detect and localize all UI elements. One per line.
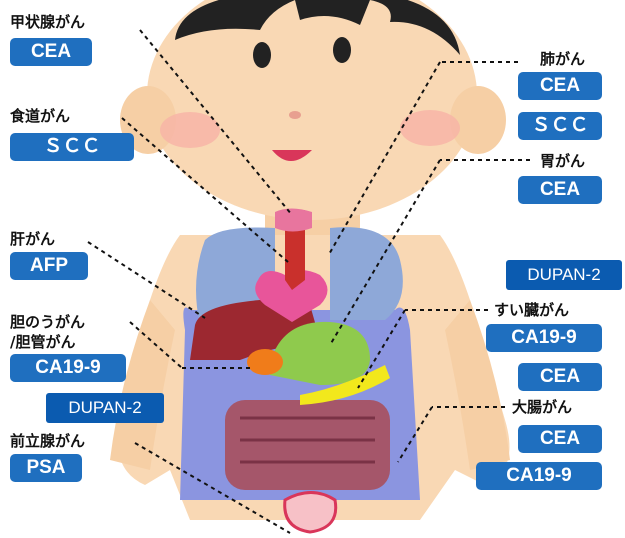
biliary-marker-dupan-2-badge: DUPAN-2 [46,393,164,423]
mouth [272,150,312,161]
hair [175,0,460,55]
pointer-biliary [129,321,183,369]
pancreas-marker-cea-badge: CEA [518,363,602,391]
pointer-pancreas-2 [357,309,406,389]
colon-marker-cea-badge: CEA [518,425,602,453]
colon-marker-ca19-9-badge: CA19-9 [476,462,602,490]
stomach [270,321,370,385]
prostate-cancer-label: 前立腺がん [10,432,86,450]
pointer-lines [87,29,530,534]
thyroid [275,208,312,232]
nose [289,111,301,119]
left-eye [253,42,271,68]
pointer-colon-2 [397,406,433,463]
liver-marker-afp-badge: AFP [10,252,88,280]
pointer-lung-2 [327,61,441,257]
thyroid-marker-cea-badge: CEA [10,38,92,66]
thyroid-cancer-label: 甲状腺がん [10,13,86,31]
right-eye [333,37,351,63]
pancreas-marker-dupan-2-badge: DUPAN-2 [506,260,622,290]
right-ear [450,86,506,154]
right-arm [445,300,510,470]
intestine-stripes [240,416,375,464]
bile-duct-cancer-label: /胆管がん [10,333,76,351]
small-intestine [225,400,390,490]
lung-marker-cea-badge: CEA [518,72,602,100]
left-ear [120,86,176,154]
pointer-prostate [134,442,291,534]
gallbladder [247,349,283,375]
stomach-marker-cea-badge: CEA [518,176,602,204]
stomach-cancer-label: 胃がん [540,152,586,170]
lungs [196,227,403,325]
esophagus-marker-scc-badge: ＳＣＣ [10,133,134,161]
liver-cancer-label: 肝がん [10,230,56,248]
left-cheek [160,112,220,148]
prostate-marker-psa-badge: PSA [10,454,82,482]
pancreas-cancer-label: すい臓がん [494,301,570,319]
pancreas-marker-ca19-9-badge: CA19-9 [486,324,602,352]
right-cheek [400,110,460,146]
biliary-marker-ca19-9-badge: CA19-9 [10,354,126,382]
left-arm [110,300,175,470]
heart [255,270,328,322]
gallbladder-cancer-label: 胆のうがん [10,313,86,331]
lung-marker-scc-badge: ＳＣＣ [518,112,602,140]
bladder [283,491,338,534]
esophagus-cancer-label: 食道がん [10,107,71,125]
colon-cancer-label: 大腸がん [512,398,573,416]
pancreas [300,365,390,405]
lung-cancer-label: 肺がん [540,50,586,68]
head [147,0,477,220]
pointer-stomach-2 [329,159,441,346]
